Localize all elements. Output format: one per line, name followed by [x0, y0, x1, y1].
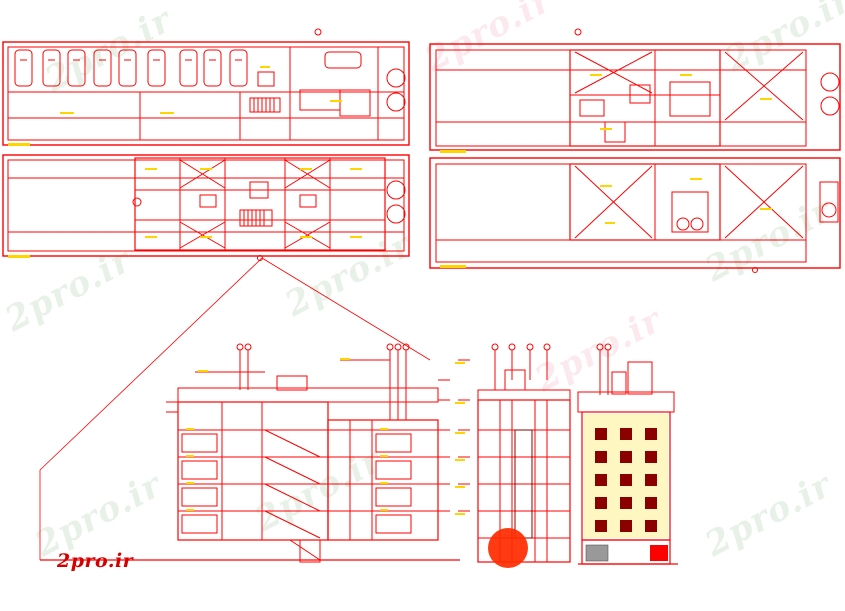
facade-windows: [584, 414, 668, 562]
dimension-annotations: [8, 66, 772, 515]
roof-plan: [429, 157, 841, 269]
leader-markers: [236, 28, 758, 351]
upper-left-floor-plan: [2, 154, 410, 257]
parked-car-row: [14, 49, 362, 87]
upper-right-floor-plan: [429, 43, 841, 151]
site-logo: 2pro.ir: [57, 550, 134, 572]
front-section: [40, 350, 460, 561]
front-elevation: [577, 350, 678, 565]
stair: [249, 97, 281, 113]
parking-floor-plan: [2, 41, 410, 146]
entry-marker: [488, 528, 528, 568]
